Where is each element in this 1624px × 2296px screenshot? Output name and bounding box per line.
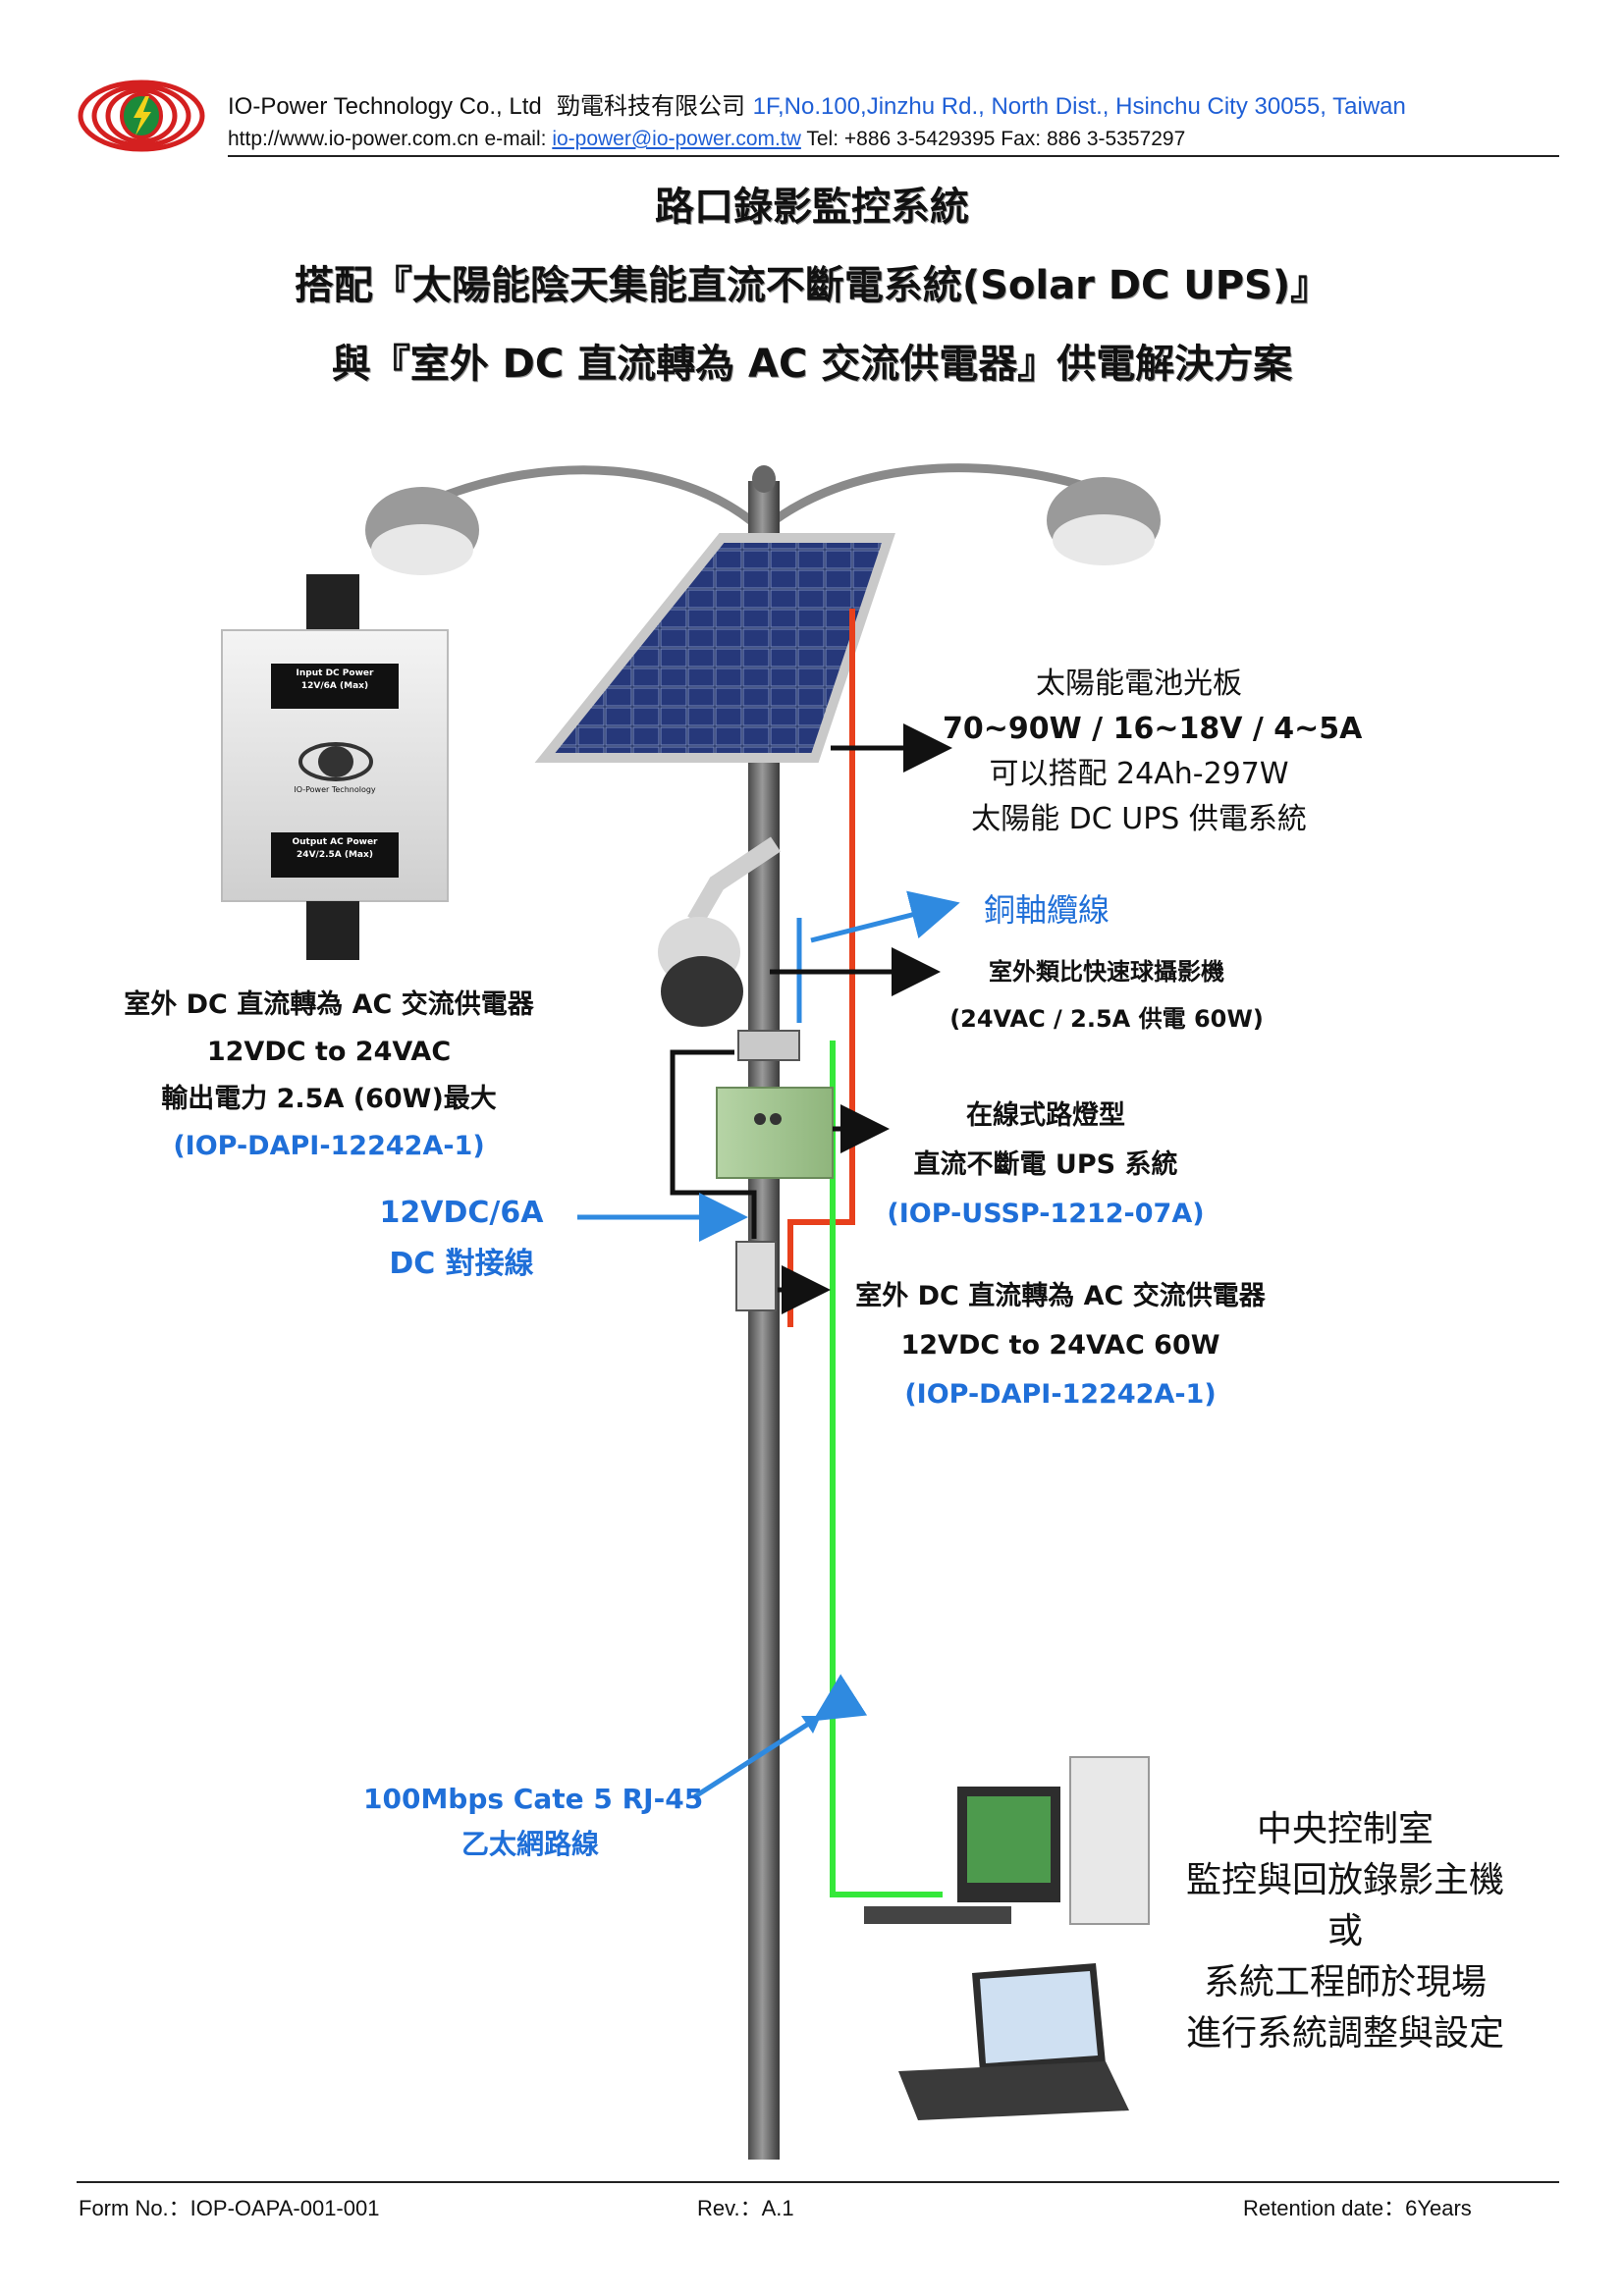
header-company-line: IO-Power Technology Co., Ltd 勁電科技有限公司 1F… [228, 86, 1406, 121]
control-room-line1: 中央控制室 [1256, 1809, 1434, 1849]
ethernet-label: 100Mbps Cate 5 RJ-45 乙太網路線 [363, 1777, 704, 1867]
solar-panel-name: 太陽能電池光板 [1036, 667, 1242, 701]
coax-label: 銅軸纜線 [983, 891, 1110, 929]
right-converter-spec: 12VDC to 24VAC 60W [900, 1330, 1220, 1361]
dc-cable-name: DC 對接線 [389, 1247, 534, 1281]
left-converter-model: (IOP-DAPI-12242A-1) [173, 1131, 485, 1161]
solar-panel-system: 太陽能 DC UPS 供電系統 [971, 802, 1307, 836]
inset-output-rating: 24V/2.5A (Max) [297, 850, 373, 860]
inset-brand: IO-Power Technology [294, 785, 376, 794]
ethernet-name: 乙太網路線 [460, 1828, 599, 1860]
left-converter-name: 室外 DC 直流轉為 AC 交流供電器 [124, 989, 534, 1020]
arrow-ethernet [693, 1674, 868, 1799]
control-room-line2: 監控與回放錄影主機 [1185, 1860, 1504, 1900]
street-lamp [365, 463, 1161, 575]
footer-divider [77, 2181, 1559, 2183]
ups-model: (IOP-USSP-1212-07A) [887, 1199, 1205, 1229]
company-name: IO-Power Technology Co., Ltd [228, 93, 542, 120]
inset-output-label: Output AC Power 24V/2.5A (Max) [271, 836, 399, 862]
camera-name: 室外類比快速球攝影機 [989, 958, 1224, 986]
left-converter-output: 輸出電力 2.5A (60W)最大 [161, 1084, 497, 1114]
phone-number: Tel: +886 3-5429395 [806, 128, 996, 150]
inset-converter-device [221, 574, 449, 960]
camera-power: (24VAC / 2.5A 供電 60W) [949, 1005, 1264, 1033]
fax-number: Fax: 886 3-5357297 [1001, 128, 1186, 150]
camera-label: 室外類比快速球攝影機 (24VAC / 2.5A 供電 60W) [935, 948, 1278, 1042]
website-link[interactable]: http://www.io-power.com.cn [228, 128, 479, 150]
header-divider [228, 155, 1559, 157]
document-subtitle-1: 搭配『太陽能陰天集能直流不斷電系統(Solar DC UPS)』 [294, 263, 1330, 308]
right-converter-model: (IOP-DAPI-12242A-1) [904, 1379, 1217, 1410]
left-converter-spec: 12VDC to 24VAC [206, 1037, 452, 1067]
ups-box [716, 1087, 834, 1179]
footer-retention: Retention date：6Years [1243, 2196, 1472, 2220]
dome-camera [658, 836, 781, 1027]
solar-panel-pairing: 可以搭配 24Ah-297W [989, 757, 1289, 791]
left-converter-label: 室外 DC 直流轉為 AC 交流供電器 12VDC to 24VAC 輸出電力 … [98, 982, 560, 1170]
inset-input-rating: 12V/6A (Max) [300, 681, 369, 691]
solar-panel-spec: 70~90W / 16~18V / 4~5A [943, 712, 1363, 746]
control-room-line5: 進行系統調整與設定 [1185, 2013, 1504, 2054]
ethernet-spec: 100Mbps Cate 5 RJ-45 [363, 1783, 704, 1815]
ups-label: 在線式路燈型 直流不斷電 UPS 系統 (IOP-USSP-1212-07A) [884, 1092, 1208, 1239]
control-room-line3: 或 [1326, 1911, 1363, 1951]
desktop-computer [864, 1756, 1150, 1925]
email-label: e-mail: [484, 128, 547, 150]
company-name-zh: 勁電科技有限公司 [557, 92, 745, 120]
junction-box [737, 1030, 800, 1061]
inset-input-label: Input DC Power 12V/6A (Max) [271, 667, 399, 693]
ups-name: 直流不斷電 UPS 系統 [913, 1149, 1178, 1180]
solar-panel-label: 太陽能電池光板 70~90W / 16~18V / 4~5A 可以搭配 24Ah… [943, 662, 1363, 842]
inset-output-title: Output AC Power [292, 837, 378, 847]
dc-cable-spec: 12VDC/6A [379, 1196, 544, 1230]
laptop-computer [898, 1963, 1129, 2120]
right-converter-label: 室外 DC 直流轉為 AC 交流供電器 12VDC to 24VAC 60W (… [844, 1272, 1276, 1419]
arrow-coax [810, 890, 960, 943]
footer-form-no: Form No.：IOP-OAPA-001-001 [79, 2196, 380, 2220]
pole-converter [735, 1241, 777, 1311]
ups-type: 在線式路燈型 [966, 1100, 1125, 1131]
dc-cable-label: 12VDC/6A DC 對接線 [334, 1188, 589, 1290]
control-room-label: 中央控制室 監控與回放錄影主機 或 系統工程師於現場 進行系統調整與設定 [1139, 1804, 1551, 2059]
company-address: 1F,No.100,Jinzhu Rd., North Dist., Hsinc… [752, 93, 1406, 120]
email-link[interactable]: io-power@io-power.com.tw [552, 128, 801, 150]
right-converter-name: 室外 DC 直流轉為 AC 交流供電器 [855, 1281, 1266, 1311]
solar-panel [534, 533, 895, 763]
ethernet-cable [830, 1041, 943, 1897]
document-subtitle-2: 與『室外 DC 直流轉為 AC 交流供電器』供電解決方案 [331, 342, 1293, 387]
company-logo [78, 80, 205, 152]
footer-revision: Rev.：A.1 [697, 2196, 794, 2220]
inset-input-title: Input DC Power [296, 668, 374, 678]
document-title: 路口錄影監控系統 [655, 185, 969, 230]
dc-cable [670, 1049, 757, 1239]
control-room-line4: 系統工程師於現場 [1203, 1962, 1487, 2002]
header-contact-line: http://www.io-power.com.cn e-mail: io-po… [228, 128, 1185, 151]
